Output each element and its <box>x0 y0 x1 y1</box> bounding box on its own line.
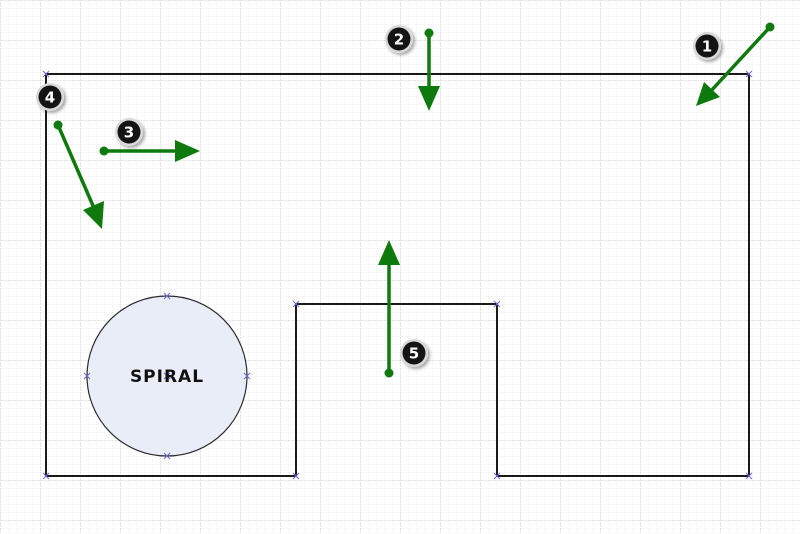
spiral-label: SPIRAL <box>130 367 204 387</box>
arrow-badge-5[interactable]: 5 <box>400 339 428 367</box>
arrow-2[interactable] <box>418 28 440 112</box>
vertex-marker[interactable] <box>493 300 501 308</box>
vertex-marker[interactable] <box>493 472 501 480</box>
badge-number: 3 <box>124 124 134 142</box>
badge-number: 5 <box>409 345 419 363</box>
spiral-handle-left[interactable] <box>83 372 91 380</box>
vertex-marker[interactable] <box>292 472 300 480</box>
vertex-markers <box>42 70 753 480</box>
vertex-marker[interactable] <box>745 70 753 78</box>
badge-number: 1 <box>702 38 712 56</box>
badge-number: 2 <box>394 31 404 49</box>
vertex-marker[interactable] <box>42 70 50 78</box>
vertex-marker[interactable] <box>292 300 300 308</box>
spiral-handle-center[interactable] <box>163 372 171 380</box>
vertex-marker[interactable] <box>42 472 50 480</box>
spiral-handle-top[interactable] <box>163 292 171 300</box>
arrow-5[interactable] <box>378 240 400 378</box>
arrow-3[interactable] <box>99 140 201 162</box>
arrow-1[interactable] <box>696 22 775 107</box>
spiral-handle-right[interactable] <box>243 372 251 380</box>
arrow-badge-3[interactable]: 3 <box>115 118 143 146</box>
vertex-marker[interactable] <box>745 472 753 480</box>
spiral-handle-bottom[interactable] <box>163 452 171 460</box>
arrow-4[interactable] <box>53 120 105 230</box>
spiral-staircase[interactable]: SPIRAL <box>83 292 251 460</box>
badge-number: 4 <box>45 89 55 107</box>
arrow-badge-4[interactable]: 4 <box>36 83 64 111</box>
arrow-badge-2[interactable]: 2 <box>385 25 413 53</box>
arrow-badge-1[interactable]: 1 <box>693 32 721 60</box>
